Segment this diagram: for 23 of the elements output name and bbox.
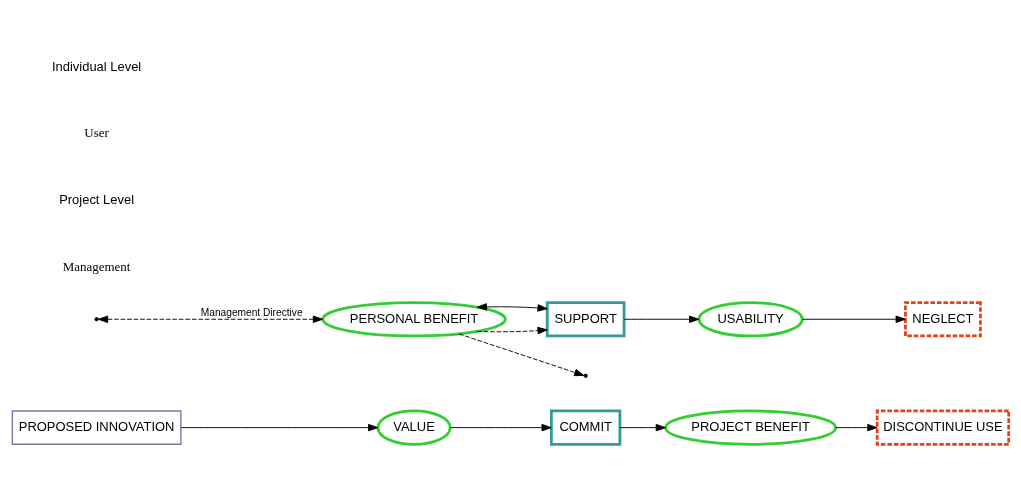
node-box: PROPOSED INNOVATION [11,410,182,445]
arrow [476,326,548,335]
edge-label: Management Directive [200,307,303,319]
arrow [835,423,878,432]
arrow [623,315,700,323]
label: Project Level [59,192,135,208]
label: Management [62,258,131,274]
arrow [97,315,323,323]
arrow [476,303,548,312]
node-box: NEGLECT [904,301,982,338]
label: Individual Level [51,58,142,74]
arrow [802,315,906,323]
arrow [619,423,666,432]
node-ellipse: PROJECT BENEFIT [664,409,837,446]
arrow [458,333,585,377]
node-ellipse: VALUE [376,409,452,446]
node-box: COMMIT [550,409,622,446]
node-box: DISCONTINUE USE [875,409,1011,446]
node-box: SUPPORT [545,301,626,338]
arrow [180,423,379,432]
arrow [450,423,552,432]
node-ellipse: USABILITY [697,301,804,338]
label: User [84,125,109,141]
